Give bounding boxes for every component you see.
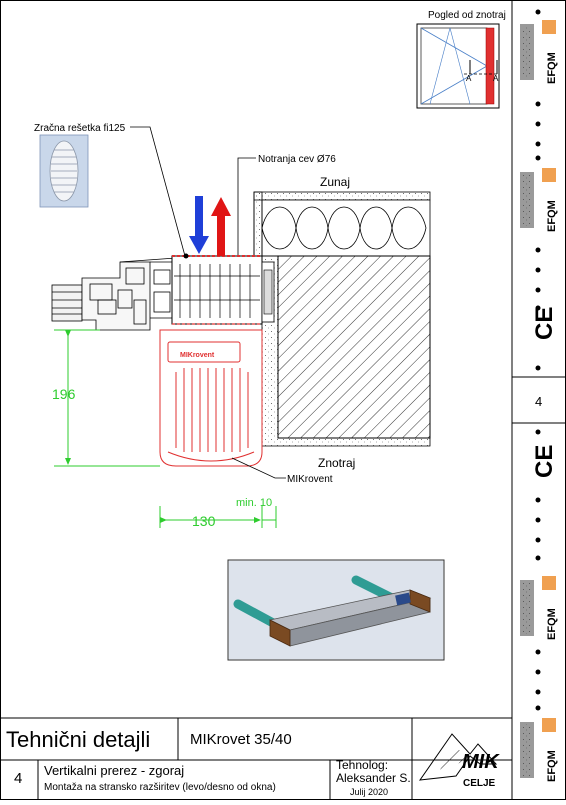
technologist-label: Tehnolog:	[336, 758, 389, 772]
outside-label: Zunaj	[320, 175, 350, 189]
title-block	[0, 717, 512, 800]
masonry-wall	[277, 255, 431, 439]
svg-text:CELJE: CELJE	[463, 778, 496, 789]
svg-text:EFQM: EFQM	[546, 52, 558, 84]
efqm-logo: EFQM	[520, 20, 558, 84]
inside-label: Znotraj	[318, 456, 355, 470]
width-dimension-value: 130	[192, 513, 216, 529]
ce-mark: CE	[531, 307, 558, 340]
svg-text:EFQM: EFQM	[546, 750, 558, 782]
product-name: MIKrovet 35/40	[190, 731, 292, 748]
grille-label: Zračna rešetka fi125	[34, 123, 126, 134]
window-frame-profile	[51, 257, 177, 331]
section-marker-left: A	[466, 74, 472, 83]
airflow-in-arrow	[189, 196, 209, 254]
pipe-leader	[237, 157, 256, 270]
width-dimension	[159, 506, 277, 528]
svg-text:EFQM: EFQM	[546, 608, 558, 640]
svg-text:MIK: MIK	[462, 751, 500, 773]
sheet-number: 4	[14, 770, 23, 787]
side-sheet-number: 4	[535, 394, 542, 409]
air-grille-image	[39, 134, 89, 208]
efqm-logo: EFQM	[520, 718, 558, 782]
ventilation-housing	[171, 253, 275, 325]
height-dimension	[54, 329, 160, 467]
height-dimension-value: 196	[52, 386, 76, 402]
min-clearance-value: min. 10	[236, 497, 272, 509]
section-title: Vertikalni prerez - zgoraj	[44, 763, 185, 778]
device-leader	[231, 457, 286, 479]
efqm-logo: EFQM	[520, 168, 558, 232]
mik-logo: MIK CELJE	[418, 733, 500, 789]
drawing-title: Tehnični detajli	[6, 727, 151, 752]
device-badge: MIKrovent	[180, 352, 215, 359]
inside-view-thumbnail: A A	[416, 23, 500, 109]
view-label: Pogled od znotraj	[428, 10, 506, 21]
device-label: MIKrovent	[287, 474, 333, 485]
ce-mark: CE	[531, 445, 558, 478]
mikrovent-device	[159, 329, 263, 467]
exterior-render	[253, 191, 431, 201]
grille-leader	[130, 126, 186, 257]
airflow-out-arrow	[211, 197, 231, 256]
insulation-layer	[261, 199, 431, 257]
section-subtitle: Montaža na stransko razširitev (levo/des…	[44, 782, 276, 793]
efqm-logo: EFQM	[520, 576, 558, 640]
drawing-date: Julij 2020	[350, 787, 389, 797]
side-strip: EFQM EFQM EFQM EFQM C	[520, 9, 558, 782]
separator-dots	[535, 9, 541, 711]
section-marker-right: A	[493, 74, 499, 83]
svg-text:EFQM: EFQM	[546, 200, 558, 232]
technologist-name: Aleksander S.	[336, 771, 411, 785]
product-3d-render	[227, 559, 445, 661]
pipe-label: Notranja cev Ø76	[258, 154, 336, 165]
